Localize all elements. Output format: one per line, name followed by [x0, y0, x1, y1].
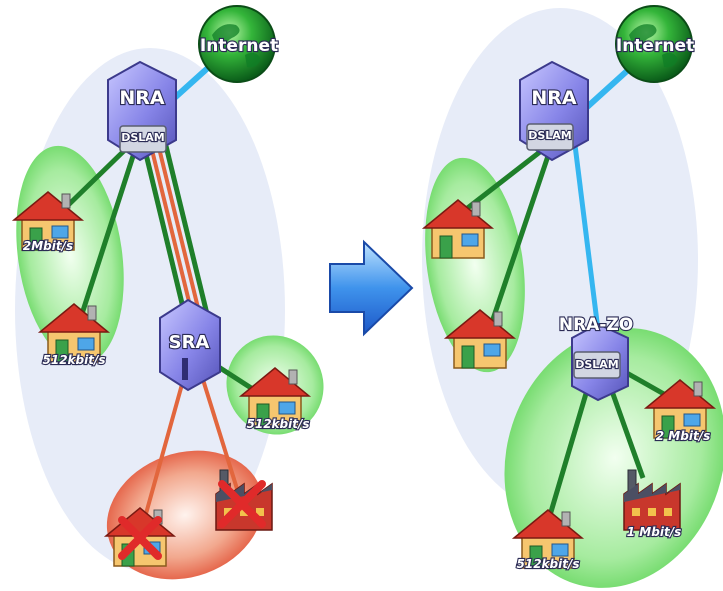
left-link-sra-a — [142, 149, 189, 321]
left-sra-label: SRA — [169, 332, 210, 353]
right-link-house-mid — [487, 149, 553, 329]
right-nra-zo-box: NRA-ZO DSLAM — [558, 314, 634, 402]
left-house-512-right-label: 512kbit/s — [247, 417, 310, 431]
right-house-512-label: 512kbit/s — [517, 557, 580, 571]
right-internet-globe: Internet — [615, 5, 695, 83]
left-network: Internet NRA DSLAM SRA 2Mbit/s 512kbit/s… — [13, 5, 324, 580]
right-factory-1m: 1 Mbit/s — [623, 469, 682, 540]
left-internet-globe: Internet — [198, 5, 279, 83]
right-house-2m: 2 Mbit/s — [645, 379, 715, 444]
left-dslam-label: DSLAM — [121, 131, 165, 144]
right-dslam-zo-device — [573, 351, 621, 379]
left-house-2m: 2Mbit/s — [13, 191, 83, 254]
left-dslam-device — [119, 125, 167, 153]
right-nra-zo-label: NRA-ZO — [559, 315, 633, 335]
left-nra-box: NRA DSLAM — [107, 60, 177, 162]
right-internet-label: Internet — [616, 36, 694, 56]
left-link-sra-b — [150, 149, 195, 319]
left-link-sra-c — [157, 147, 202, 317]
left-link-house-512 — [77, 149, 138, 321]
left-house-512-right: 512kbit/s — [240, 367, 311, 432]
right-house-512: 512kbit/s — [513, 509, 583, 572]
left-internet-label: Internet — [200, 36, 278, 56]
left-link-red-factory — [198, 369, 240, 493]
left-house-512-left: 512kbit/s — [39, 303, 109, 368]
right-nra-label: NRA — [531, 87, 577, 109]
right-dslam-zo-label: DSLAM — [575, 358, 619, 371]
left-house-512-left-label: 512kbit/s — [43, 353, 106, 367]
transition-arrow — [329, 239, 414, 337]
left-disconnected-factory — [215, 469, 273, 531]
right-nra-box: NRA DSLAM — [519, 60, 589, 162]
right-factory-1m-label: 1 Mbit/s — [627, 525, 681, 539]
right-network: Internet NRA DSLAM NRA-ZO DSLAM 2 Mbit/s — [422, 5, 723, 588]
left-nra-label: NRA — [119, 87, 165, 109]
right-link-house-512 — [545, 379, 593, 523]
right-link-house-top — [463, 146, 547, 212]
right-house-2m-label: 2 Mbit/s — [656, 429, 710, 443]
right-nra-to-nrazo-link — [572, 144, 601, 331]
left-link-sra-d — [163, 145, 210, 315]
left-disconnected-house — [105, 507, 175, 567]
right-dslam-label: DSLAM — [528, 129, 572, 142]
left-sra-box: SRA — [159, 298, 221, 392]
left-link-red-house — [140, 369, 188, 529]
right-dslam-device — [526, 123, 574, 151]
right-link-factory-1m — [605, 379, 646, 479]
left-house-2m-label: 2Mbit/s — [23, 239, 73, 253]
